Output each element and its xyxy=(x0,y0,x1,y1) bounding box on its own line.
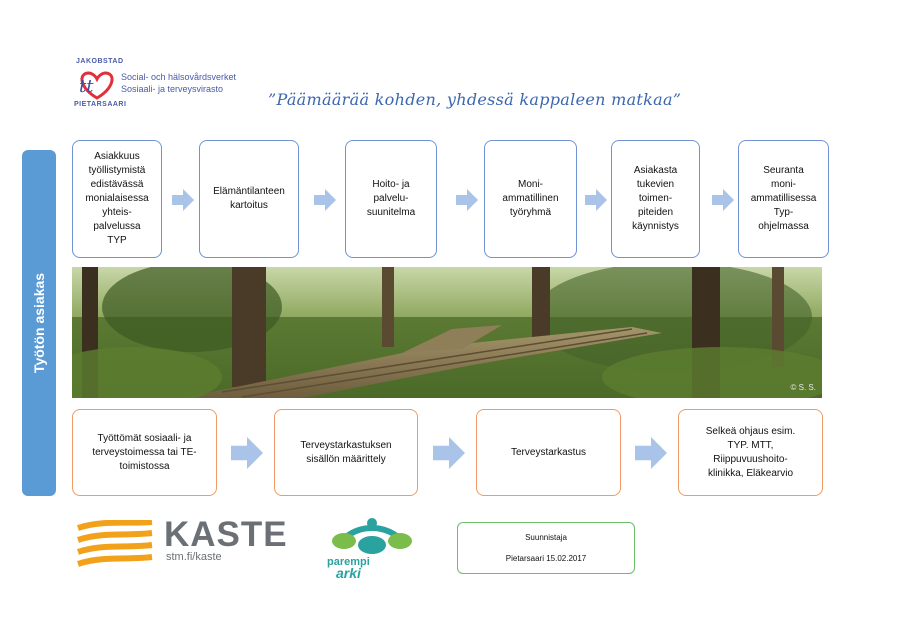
kaste-logo-text: KASTE xyxy=(164,515,288,555)
health-step-4: Selkeä ohjaus esim. TYP. MTT, Riippuvuus… xyxy=(678,409,823,496)
org-name-finnish: Sosiaali- ja terveysvirasto xyxy=(121,83,236,95)
parempi-arki-logo-icon xyxy=(326,517,418,557)
logo-top-text: JAKOBSTAD xyxy=(76,58,124,65)
org-name: Social- och hälsovårdsverket Sosiaali- j… xyxy=(121,71,236,95)
kaste-swoosh-icon xyxy=(76,520,154,570)
process-step-4: Moni- ammatillinen työryhmä xyxy=(484,140,577,258)
arki-text: arki xyxy=(336,565,361,581)
org-name-swedish: Social- och hälsovårdsverket xyxy=(121,71,236,83)
planner-info-box: Suunnistaja Pietarsaari 15.02.2017 xyxy=(457,522,635,574)
process-step-6: Seuranta moni- ammatillisessa Typ- ohjel… xyxy=(738,140,829,258)
process-step-3: Hoito- ja palvelu- suunitelma xyxy=(345,140,437,258)
logo-bottom-text: PIETARSAARI xyxy=(74,101,126,108)
sidebar-label: Työtön asiakas xyxy=(31,273,47,373)
process-step-2: Elämäntilanteen kartoitus xyxy=(199,140,299,258)
forest-boardwalk-image xyxy=(72,267,822,398)
planner-title: Suunnistaja xyxy=(525,533,567,543)
arrow-right-icon xyxy=(635,437,667,469)
heart-logo-icon: tt xyxy=(72,68,122,102)
health-step-1: Työttömät sosiaali- ja terveystoimessa t… xyxy=(72,409,217,496)
arrow-right-icon xyxy=(456,189,478,211)
forest-path-photo: © S. S. xyxy=(72,267,822,398)
sidebar-client-bar: Työtön asiakas xyxy=(22,150,56,496)
process-step-5: Asiakasta tukevien toimen- piteiden käyn… xyxy=(611,140,700,258)
health-step-3: Terveystarkastus xyxy=(476,409,621,496)
planner-place-date: Pietarsaari 15.02.2017 xyxy=(506,554,587,564)
page-title: ”Päämäärää kohden, yhdessä kappaleen mat… xyxy=(268,90,681,109)
org-logo: JAKOBSTAD tt PIETARSAARI xyxy=(72,58,122,110)
arrow-right-icon xyxy=(712,189,734,211)
process-step-1: Asiakkuus työllistymistä edistävässä mon… xyxy=(72,140,162,258)
arrow-right-icon xyxy=(172,189,194,211)
svg-text:tt: tt xyxy=(79,76,94,97)
health-step-2: Terveystarkastuksen sisällön määrittely xyxy=(274,409,418,496)
arrow-right-icon xyxy=(314,189,336,211)
photo-copyright: © S. S. xyxy=(791,383,816,392)
kaste-url: stm.fi/kaste xyxy=(166,551,222,563)
arrow-right-icon xyxy=(585,189,607,211)
arrow-right-icon xyxy=(231,437,263,469)
arrow-right-icon xyxy=(433,437,465,469)
